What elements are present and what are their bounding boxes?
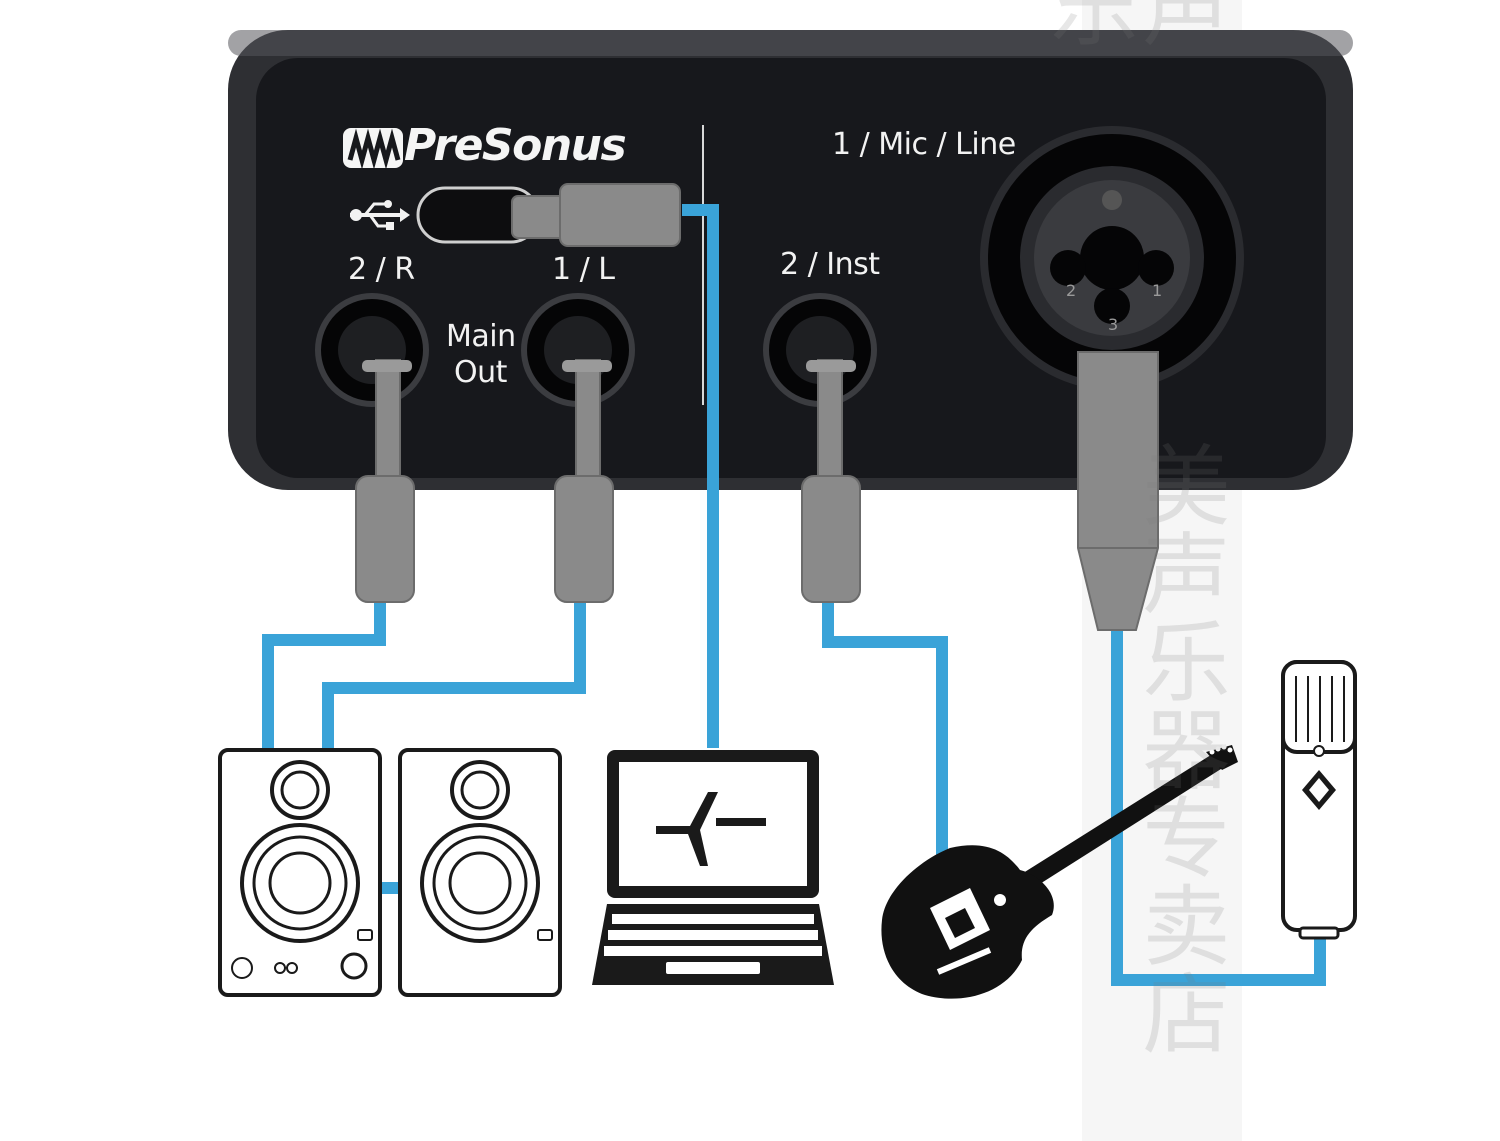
cables <box>262 204 1326 986</box>
xlr-pin-3: 3 <box>1108 315 1118 334</box>
condenser-microphone <box>1281 660 1357 940</box>
cable-out-r <box>262 600 386 748</box>
cable-out-l <box>322 600 586 748</box>
watermark-header: 声乐 <box>1035 0 1231 48</box>
electric-guitar <box>881 744 1238 999</box>
laptop <box>592 750 834 985</box>
plug-usb <box>511 183 681 247</box>
plug-xlr <box>1077 351 1159 631</box>
plug-out-l <box>554 359 614 603</box>
usb-icon <box>350 200 410 230</box>
label-main-out-2: Out <box>454 355 507 390</box>
label-inst: 2 / Inst <box>780 247 880 282</box>
plug-inst <box>801 359 861 603</box>
monitor-speaker-right <box>398 748 562 997</box>
cable-usb <box>682 204 719 748</box>
xlr-pin-1: 1 <box>1152 281 1162 300</box>
plug-out-r <box>355 359 415 603</box>
presonus-logo-icon <box>343 128 403 170</box>
watermark-text: 美声乐器专卖店 <box>1128 440 1231 1056</box>
cable-inst <box>822 600 948 878</box>
xlr-combo-jack[interactable] <box>980 126 1244 390</box>
cable-mic <box>1111 628 1326 986</box>
label-out-l: 1 / L <box>552 252 615 287</box>
label-mic-line: 1 / Mic / Line <box>832 127 1016 162</box>
laptop-keyboard <box>592 904 834 985</box>
studio-one-logo-icon <box>656 792 718 866</box>
brand-name: PreSonus <box>404 120 627 171</box>
label-main-out-1: Main <box>446 319 516 354</box>
monitor-speaker-left <box>218 748 382 997</box>
label-out-r: 2 / R <box>348 252 415 287</box>
jack-out-r[interactable] <box>315 293 429 407</box>
xlr-pin-2: 2 <box>1066 281 1076 300</box>
